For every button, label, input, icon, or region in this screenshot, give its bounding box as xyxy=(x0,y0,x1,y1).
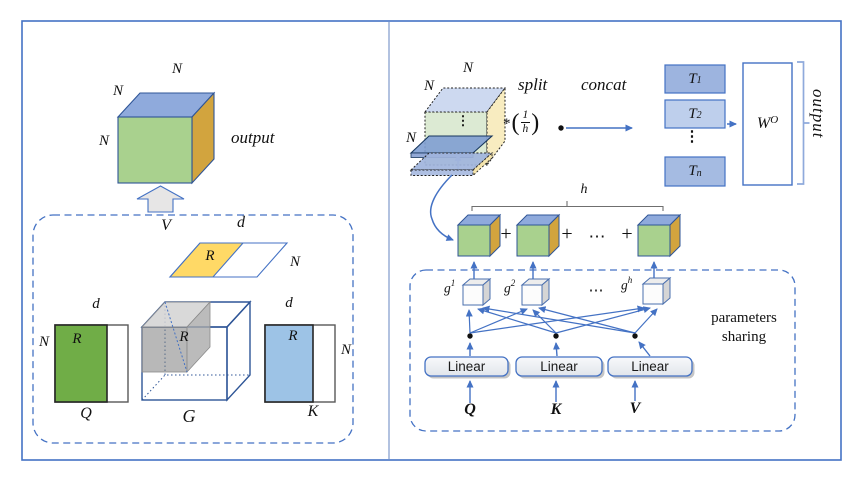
wo-sup: O xyxy=(770,113,779,126)
output-cube-dim-top: N xyxy=(171,61,183,77)
v-matrix-name: V xyxy=(161,217,171,234)
output-cube-dim-back: N xyxy=(112,83,124,99)
g-cube-h xyxy=(641,276,672,306)
t2-base: T xyxy=(688,105,697,122)
q-matrix-shape xyxy=(54,324,129,403)
input-k-label: K xyxy=(550,401,562,418)
split-cube-dim-side: N xyxy=(405,130,417,146)
linear-box-k-label: Linear xyxy=(540,359,578,374)
g-cube-1 xyxy=(461,277,492,307)
g2-sup: 2 xyxy=(510,278,516,288)
output-cube xyxy=(116,91,216,185)
one-over-h-fraction: 1 h xyxy=(520,109,531,136)
g1-sup: 1 xyxy=(450,278,456,288)
g-head-cubes xyxy=(461,276,672,307)
t-stack-boxes xyxy=(664,64,726,187)
wo-base: W xyxy=(756,115,771,132)
tn-sub: n xyxy=(696,167,702,179)
gh-label: gh xyxy=(621,275,633,293)
input-q-label: Q xyxy=(464,401,476,418)
up-block-arrow-icon xyxy=(136,185,185,213)
g1-label: g1 xyxy=(444,278,456,296)
note-line-2: sharing xyxy=(721,328,767,345)
g-row-ellipsis: ⋯ xyxy=(588,283,604,299)
v-matrix-shape xyxy=(168,242,289,278)
output-cube-dim-side: N xyxy=(98,133,110,149)
input-v-label: V xyxy=(629,400,641,417)
note-line-1: parameters xyxy=(711,310,777,326)
split-cube-dim-top: N xyxy=(462,60,474,76)
v-matrix-core-r: R xyxy=(205,248,215,264)
sharing-fan-arrows xyxy=(465,305,658,339)
slice-to-head-curved-arrow xyxy=(430,174,454,241)
gh-base: g xyxy=(621,277,628,293)
linear-boxes xyxy=(424,341,695,403)
core-tensor-name-g: G xyxy=(182,406,196,426)
open-paren: ( xyxy=(511,109,520,136)
core-tensor-core-r: R xyxy=(179,329,189,345)
t-stack-vdots: ⋮ xyxy=(684,129,700,145)
core-tensor-cube xyxy=(140,300,252,402)
g-to-sum-arrows xyxy=(470,261,658,281)
h-bracket xyxy=(471,201,664,211)
t1-base: T xyxy=(688,70,697,87)
split-cube-dim-back: N xyxy=(423,78,435,94)
plus-sign-1: + xyxy=(500,223,512,245)
split-label: split xyxy=(518,75,548,94)
v-matrix-dim-d: d xyxy=(237,214,245,231)
output-brace xyxy=(797,61,810,185)
k-matrix-core-r: R xyxy=(288,328,298,344)
g1-base: g xyxy=(444,280,451,296)
close-paren: ) xyxy=(531,109,540,136)
tn-base: T xyxy=(688,163,697,179)
q-matrix-name: Q xyxy=(80,405,92,422)
h-bracket-label: h xyxy=(580,182,588,197)
fraction-denominator: h xyxy=(522,123,529,136)
g2-label: g2 xyxy=(504,278,516,296)
detached-slice xyxy=(409,151,494,177)
head-cube-1 xyxy=(456,213,502,258)
core-gray-subcube xyxy=(141,300,211,374)
q-matrix-dim-d: d xyxy=(92,296,100,312)
parameters-sharing-note: parameters sharing xyxy=(698,309,790,347)
split-cube xyxy=(409,86,506,177)
right-output-caption: output xyxy=(809,89,828,139)
plus-sign-3: + xyxy=(621,223,633,245)
k-matrix-shape xyxy=(264,324,336,403)
factorization-dashed-box xyxy=(32,214,354,444)
times-asterisk: * xyxy=(503,116,511,133)
fraction-numerator: 1 xyxy=(520,109,531,124)
head-cube-2 xyxy=(515,213,561,258)
head-sum-cubes xyxy=(456,213,682,258)
gh-sup: h xyxy=(627,275,633,285)
concat-arrow xyxy=(558,124,633,132)
g2-base: g xyxy=(504,280,511,296)
g-cube-2 xyxy=(520,277,551,307)
t1-sub: 1 xyxy=(696,75,702,86)
q-matrix-dim-n: N xyxy=(38,334,50,350)
head-cube-h xyxy=(636,213,682,258)
k-matrix-dim-d: d xyxy=(285,295,293,311)
linear-box-v-label: Linear xyxy=(631,359,669,374)
v-matrix-dim-n: N xyxy=(289,254,301,270)
plus-sign-2: + xyxy=(561,223,573,245)
t2-sub: 2 xyxy=(696,110,702,121)
sum-ellipsis: ⋯ xyxy=(588,227,606,246)
k-matrix-dim-n: N xyxy=(340,342,352,358)
q-matrix-core-r: R xyxy=(72,331,82,347)
wo-box xyxy=(742,62,793,186)
left-output-caption: output xyxy=(231,128,275,147)
concat-label: concat xyxy=(581,75,627,94)
scale-factor: * ( 1 h ) xyxy=(503,109,539,136)
k-matrix-name: K xyxy=(307,403,319,420)
linear-box-q-label: Linear xyxy=(447,359,486,374)
parameters-sharing-dashed-box xyxy=(409,269,796,432)
split-cube-vdots: ⋮ xyxy=(456,113,470,128)
